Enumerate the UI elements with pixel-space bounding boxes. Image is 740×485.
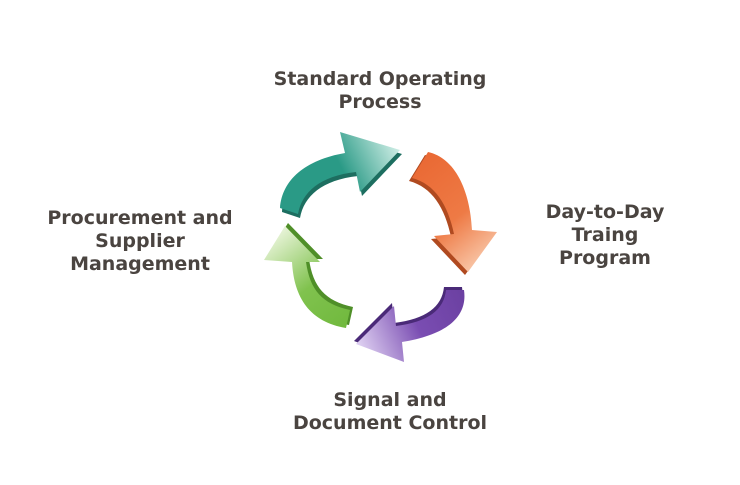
- step-label-day-to-day-training: Day-to-Day Traing Program: [520, 201, 690, 270]
- arrow-top: [280, 132, 402, 218]
- label-line: Signal and: [333, 389, 447, 411]
- label-line: Document Control: [292, 412, 488, 434]
- label-line: Traing: [571, 224, 639, 246]
- label-line: Program: [559, 247, 651, 269]
- label-line: Management: [70, 253, 210, 275]
- step-label-standard-operating-process: Standard Operating Process: [230, 68, 530, 114]
- step-label-signal-document-control: Signal and Document Control: [260, 389, 520, 435]
- arrow-left: [264, 223, 353, 328]
- label-line: Supplier: [95, 230, 185, 252]
- label-line: Procurement and: [47, 207, 233, 229]
- arrow-right: [409, 152, 497, 275]
- label-line: Process: [338, 91, 422, 113]
- arrow-bottom: [354, 287, 465, 362]
- step-label-procurement-supplier: Procurement and Supplier Management: [30, 207, 250, 276]
- label-line: Day-to-Day: [545, 201, 665, 223]
- label-line: Standard Operating: [273, 68, 487, 90]
